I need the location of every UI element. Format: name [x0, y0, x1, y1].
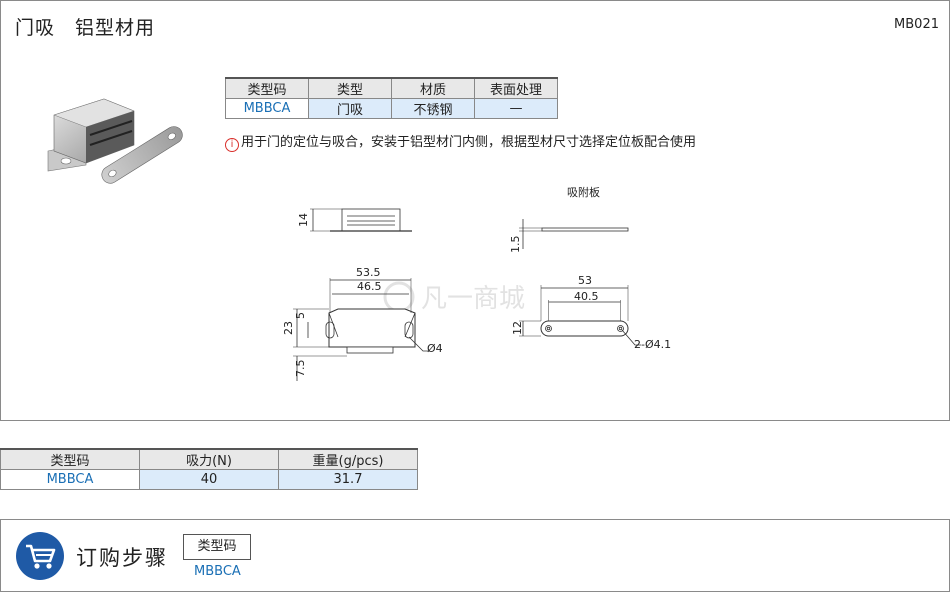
plate-label: 吸附板 — [567, 185, 600, 199]
col-type: 类型 — [308, 77, 392, 99]
cell-material: 不锈钢 — [391, 98, 475, 119]
col-type-code: 类型码 — [0, 448, 140, 470]
cell-type-code: MBBCA — [0, 469, 140, 490]
product-panel: 门吸 铝型材用 MB021 类型码 类型 材质 表面处理 MBBCA 门吸 — [0, 0, 950, 421]
magnet-side-view: 14 — [297, 208, 412, 232]
product-photo — [47, 98, 183, 184]
plate-side-view: 1.5 — [509, 219, 629, 254]
page-title: 门吸 铝型材用 — [15, 17, 156, 39]
cell-surface: — — [474, 98, 558, 119]
cell-weight: 31.7 — [278, 469, 418, 490]
dim-1-5: 1.5 — [509, 236, 522, 254]
magnet-front-view: 53.5 46.5 23 5 7.5 Ø4 — [282, 266, 443, 381]
watermark: 凡一商城 — [383, 281, 525, 314]
dim-53-5: 53.5 — [356, 266, 381, 279]
order-steps-title: 订购步骤 — [76, 546, 168, 570]
order-type-code-box: 类型码 — [183, 534, 251, 560]
dim-d4: Ø4 — [427, 342, 443, 355]
col-weight: 重量(g/pcs) — [278, 448, 418, 470]
table-row: MBBCA 门吸 不锈钢 — — [225, 98, 558, 119]
dim-46-5: 46.5 — [357, 280, 382, 293]
col-type-code: 类型码 — [225, 77, 309, 99]
col-force: 吸力(N) — [139, 448, 279, 470]
technical-drawing: 凡一商城 14 53.5 46.5 — [282, 185, 671, 381]
cell-type: 门吸 — [308, 98, 392, 119]
dim-d4-1: 2-Ø4.1 — [634, 338, 671, 351]
watermark-text: 凡一商城 — [421, 284, 525, 314]
order-type-code-value: MBBCA — [194, 564, 241, 579]
info-icon: i — [225, 138, 239, 152]
performance-table: 类型码 吸力(N) 重量(g/pcs) MBBCA 40 31.7 — [0, 448, 418, 490]
order-steps-panel: 订购步骤 类型码 MBBCA — [0, 519, 950, 592]
shopping-cart-icon — [16, 532, 64, 580]
cell-type-code: MBBCA — [225, 98, 309, 119]
plate-top-view: 53 40.5 12 2-Ø4.1 — [511, 274, 671, 351]
dim-14: 14 — [297, 213, 310, 227]
dim-12: 12 — [511, 321, 524, 335]
product-code: MB021 — [894, 17, 939, 32]
col-material: 材质 — [391, 77, 475, 99]
dim-53: 53 — [578, 274, 592, 287]
table-row: MBBCA 40 31.7 — [0, 469, 418, 490]
dim-5: 5 — [294, 312, 307, 319]
dim-7-5: 7.5 — [294, 360, 307, 378]
usage-note-text: 用于门的定位与吸合，安装于铝型材门内侧，根据型材尺寸选择定位板配合使用 — [241, 135, 697, 150]
dim-40-5: 40.5 — [574, 290, 599, 303]
cell-force: 40 — [139, 469, 279, 490]
spec-table: 类型码 类型 材质 表面处理 MBBCA 门吸 不锈钢 — — [225, 77, 558, 119]
dim-23: 23 — [282, 321, 295, 335]
